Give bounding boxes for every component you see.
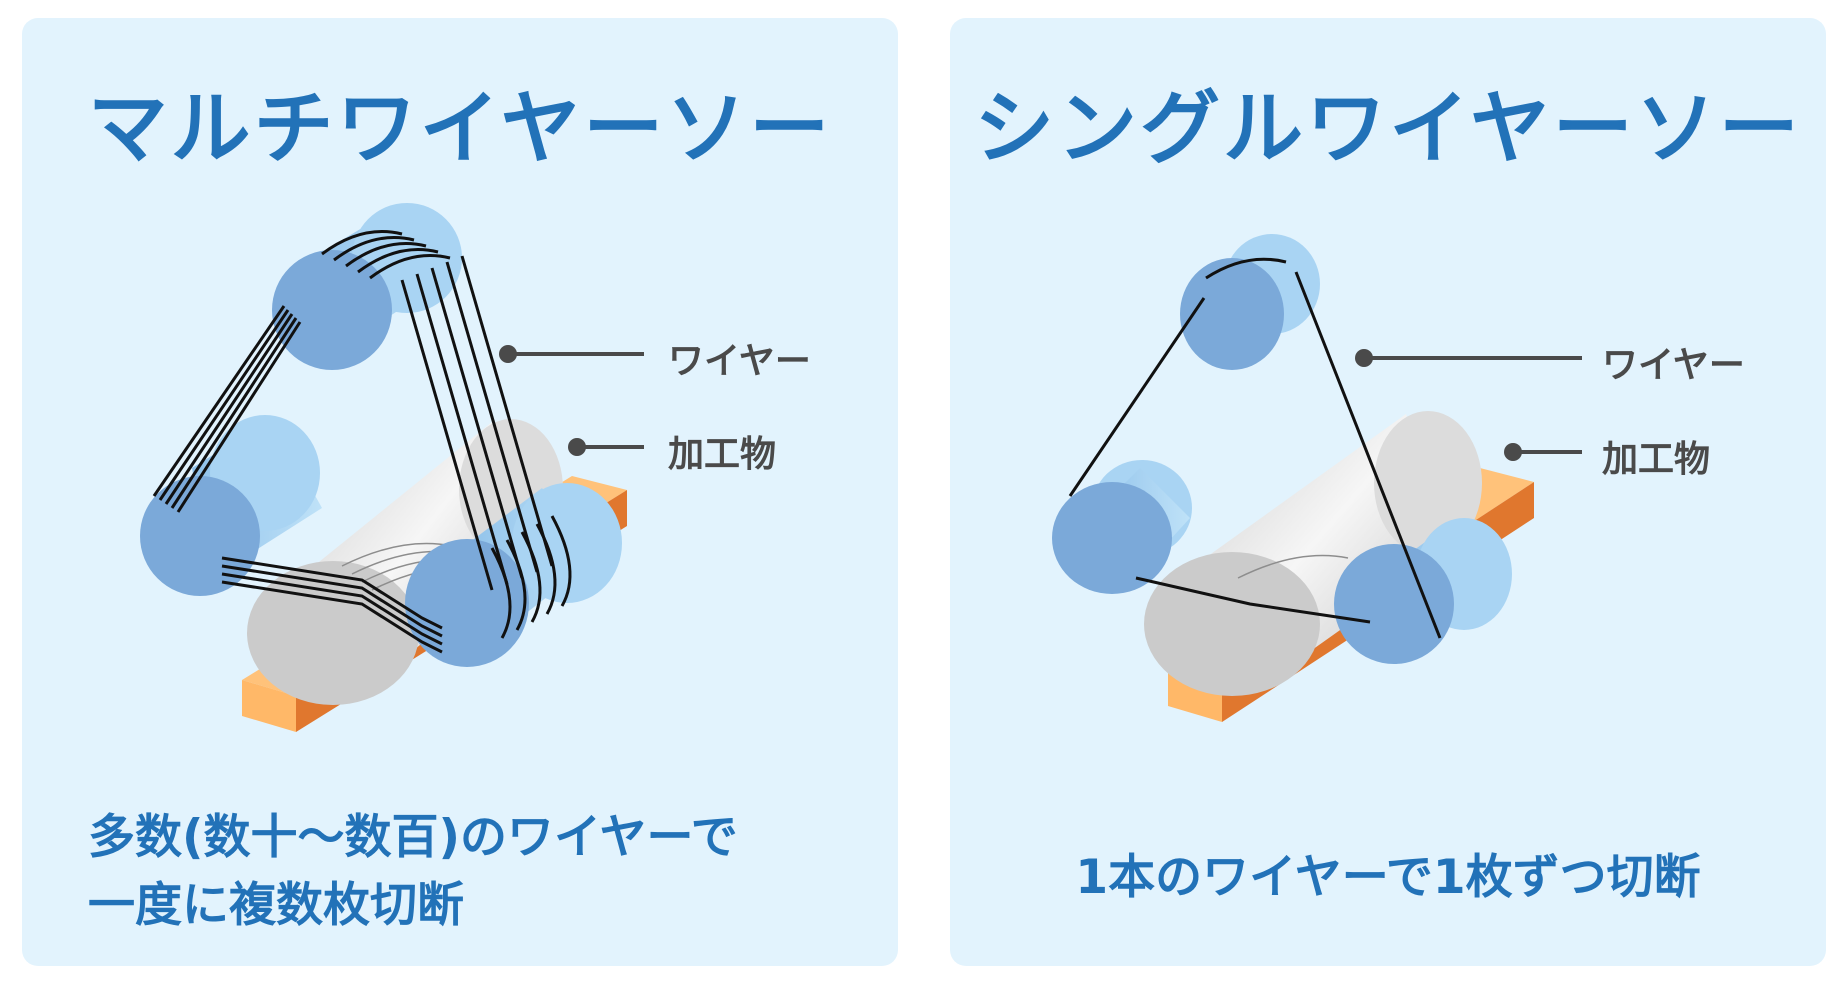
- top-roller: [1180, 234, 1320, 370]
- multi-desc-line1: 多数(数十〜数百)のワイヤーで: [88, 810, 738, 865]
- right-roller: [1334, 518, 1512, 664]
- leader-workpiece: [1504, 443, 1582, 461]
- right-roller: [405, 483, 622, 667]
- multi-description: 多数(数十〜数百)のワイヤーで 一度に複数枚切断: [88, 804, 738, 940]
- leader-wire: [499, 345, 644, 363]
- workpiece-cylinder: [1144, 411, 1482, 696]
- wire: [1068, 271, 1442, 639]
- multi-title: マルチワイヤーソー: [87, 82, 833, 175]
- multi-desc-line2: 一度に複数枚切断: [88, 878, 464, 933]
- single-description: 1本のワイヤーで1枚ずつ切断: [1075, 850, 1701, 905]
- top-roller: [272, 203, 462, 370]
- label-wire: ワイヤー: [668, 341, 811, 382]
- single-wire-saw-illustration: [1052, 234, 1582, 722]
- wires: [152, 255, 554, 654]
- label-workpiece: 加工物: [1602, 439, 1711, 480]
- leader-workpiece: [568, 438, 644, 456]
- single-wire-saw-panel: シングルワイヤーソー: [950, 18, 1826, 966]
- label-wire: ワイヤー: [1602, 345, 1745, 386]
- label-workpiece: 加工物: [668, 434, 777, 475]
- multi-wire-saw-illustration: [140, 203, 644, 732]
- leader-wire: [1355, 349, 1582, 367]
- multi-wire-saw-panel: マルチワイヤーソー: [22, 18, 898, 966]
- single-title: シングルワイヤーソー: [974, 82, 1802, 175]
- left-roller: [1052, 460, 1192, 594]
